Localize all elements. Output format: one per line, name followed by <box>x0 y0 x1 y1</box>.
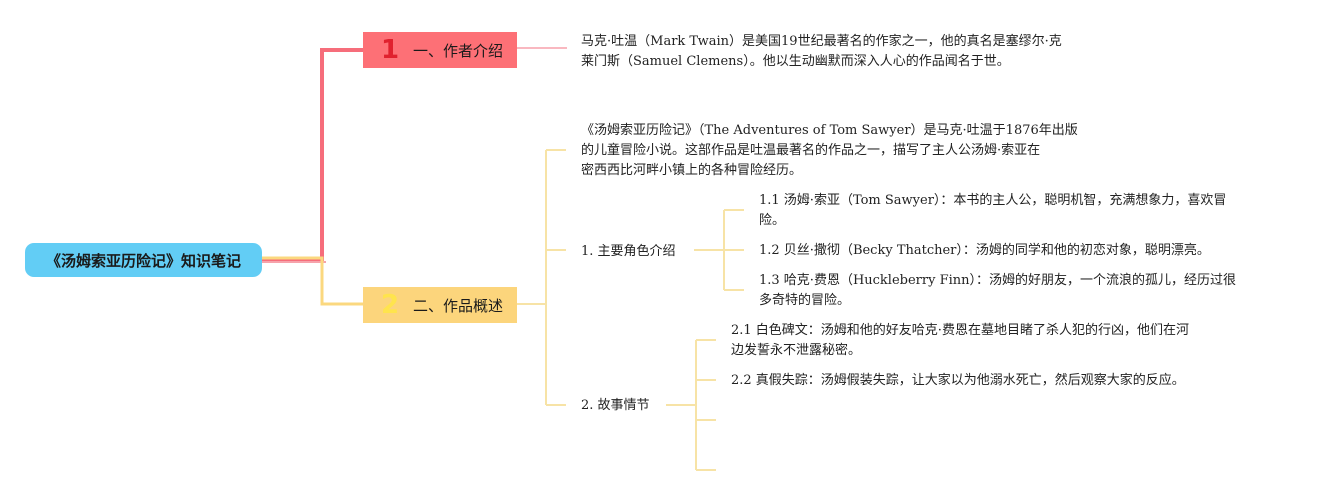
plot-item-1-line2: 边发誓永不泄露秘密。 <box>731 343 862 358</box>
branch-label-2: 二、作品概述 <box>413 296 504 315</box>
root-node[interactable]: 《汤姆索亚历险记》知识笔记 <box>25 243 262 277</box>
author-intro-line2: 莱门斯（Samuel Clemens）。他以生动幽默而深入人心的作品闻名于世。 <box>581 54 1010 69</box>
character-item-3[interactable]: 1.3 哈克·费恩（Huckleberry Finn）：汤姆的好朋友，一个流浪的… <box>759 271 1236 311</box>
plot-label: 2. 故事情节 <box>581 398 650 413</box>
branch-number-1: 1 <box>380 35 400 65</box>
branch-number-2: 2 <box>380 290 400 320</box>
character-item-2-line1: 1.2 贝丝·撒彻（Becky Thatcher）：汤姆的同学和他的初恋对象，聪… <box>759 243 1210 258</box>
overview-summary-line2: 的儿童冒险小说。这部作品是吐温最著名的作品之一，描写了主人公汤姆·索亚在 <box>581 143 1041 158</box>
link-characters-items <box>694 209 744 291</box>
plot-item-2-line1: 2.2 真假失踪：汤姆假装失踪，让大家以为他溺水死亡，然后观察大家的反应。 <box>731 373 1185 388</box>
plot-item-1-line1: 2.1 白色碑文：汤姆和他的好友哈克·费恩在墓地目睹了杀人犯的行凶，他们在河 <box>731 323 1189 338</box>
character-item-2[interactable]: 1.2 贝丝·撒彻（Becky Thatcher）：汤姆的同学和他的初恋对象，聪… <box>759 241 1210 261</box>
branch-label-1: 一、作者介绍 <box>413 41 504 60</box>
plot-item-2[interactable]: 2.2 真假失踪：汤姆假装失踪，让大家以为他溺水死亡，然后观察大家的反应。 <box>731 371 1185 391</box>
character-item-3-line2: 多奇特的冒险。 <box>759 293 851 308</box>
author-intro-text[interactable]: 马克·吐温（Mark Twain）是美国19世纪最著名的作家之一，他的真名是塞缪… <box>581 32 1062 72</box>
character-item-3-line1: 1.3 哈克·费恩（Huckleberry Finn）：汤姆的好朋友，一个流浪的… <box>759 273 1237 288</box>
overview-summary-text[interactable]: 《汤姆索亚历险记》（The Adventures of Tom Sawyer）是… <box>581 121 1078 181</box>
plot-item-1[interactable]: 2.1 白色碑文：汤姆和他的好友哈克·费恩在墓地目睹了杀人犯的行凶，他们在河 边… <box>731 321 1189 361</box>
link-plot-items <box>666 339 716 471</box>
character-item-1[interactable]: 1.1 汤姆·索亚（Tom Sawyer）：本书的主人公，聪明机智，充满想象力，… <box>759 191 1226 231</box>
link-branch2-children <box>517 149 566 406</box>
character-item-1-line1: 1.1 汤姆·索亚（Tom Sawyer）：本书的主人公，聪明机智，充满想象力，… <box>759 193 1227 208</box>
character-item-1-line2: 险。 <box>759 213 786 228</box>
characters-node[interactable]: 1. 主要角色介绍 <box>581 242 676 262</box>
plot-node[interactable]: 2. 故事情节 <box>581 396 650 416</box>
link-root-branch1 <box>262 48 363 261</box>
link-root-branch2 <box>262 256 363 306</box>
characters-label: 1. 主要角色介绍 <box>581 244 676 259</box>
overview-summary-line3: 密西西比河畔小镇上的各种冒险经历。 <box>581 163 803 178</box>
branch-overview[interactable]: 2 二、作品概述 <box>363 287 517 323</box>
overview-summary-line1: 《汤姆索亚历险记》（The Adventures of Tom Sawyer）是… <box>581 123 1078 138</box>
author-intro-line1: 马克·吐温（Mark Twain）是美国19世纪最著名的作家之一，他的真名是塞缪… <box>581 34 1062 49</box>
branch-author-intro[interactable]: 1 一、作者介绍 <box>363 32 517 68</box>
root-title: 《汤姆索亚历险记》知识笔记 <box>45 251 241 270</box>
